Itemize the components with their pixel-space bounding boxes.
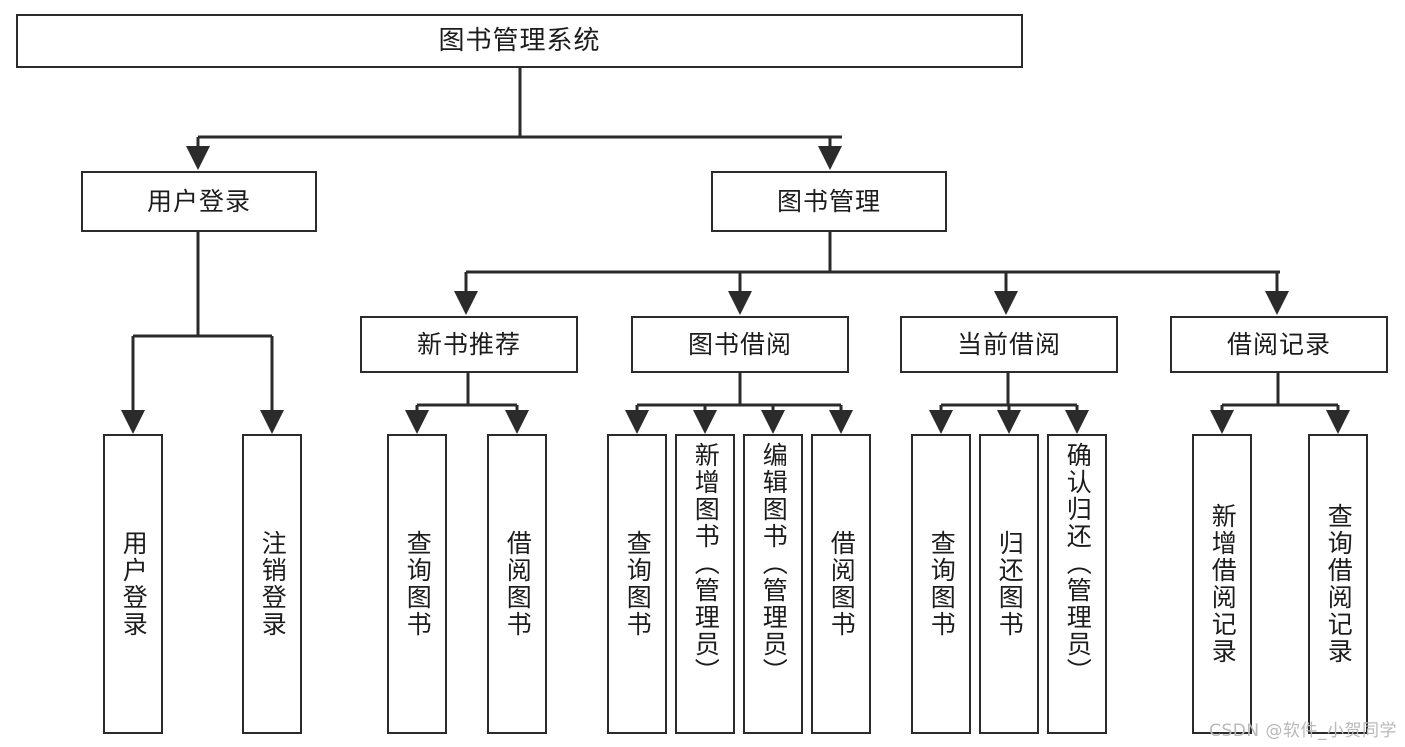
- node-leaf-borrow-book-1[interactable]: 借阅图书: [487, 434, 547, 734]
- node-leaf-return-book[interactable]: 归还图书: [979, 434, 1039, 734]
- node-leaf-add-book-label: 新增图书（管理员）: [691, 442, 721, 685]
- node-root-label: 图书管理系统: [438, 25, 601, 56]
- node-borrow-record-label: 借阅记录: [1226, 329, 1331, 359]
- node-leaf-query-book-3[interactable]: 查询图书: [911, 434, 971, 734]
- node-new-book-recommend[interactable]: 新书推荐: [360, 316, 578, 373]
- node-new-book-recommend-label: 新书推荐: [416, 329, 521, 359]
- node-leaf-edit-book-label: 编辑图书（管理员）: [759, 442, 789, 685]
- node-leaf-return-book-label: 归还图书: [995, 530, 1025, 638]
- node-leaf-query-book-1-label: 查询图书: [403, 530, 433, 638]
- node-leaf-query-book-3-label: 查询图书: [927, 530, 957, 638]
- node-leaf-query-book-1[interactable]: 查询图书: [387, 434, 447, 734]
- node-leaf-add-book[interactable]: 新增图书（管理员）: [675, 434, 735, 734]
- node-leaf-edit-book[interactable]: 编辑图书（管理员）: [743, 434, 803, 734]
- node-user-login[interactable]: 用户登录: [81, 171, 317, 232]
- node-leaf-query-record[interactable]: 查询借阅记录: [1308, 434, 1368, 734]
- node-current-borrow-label: 当前借阅: [956, 329, 1061, 359]
- node-leaf-user-login-label: 用户登录: [119, 530, 149, 638]
- node-leaf-query-record-label: 查询借阅记录: [1324, 503, 1354, 665]
- node-book-borrow-label: 图书借阅: [687, 329, 792, 359]
- watermark-text: CSDN @软件_小贺同学: [1209, 721, 1397, 741]
- node-leaf-user-logout[interactable]: 注销登录: [242, 434, 302, 734]
- node-leaf-user-login[interactable]: 用户登录: [103, 434, 163, 734]
- node-leaf-confirm-return-label: 确认归还（管理员）: [1063, 442, 1093, 685]
- node-leaf-confirm-return[interactable]: 确认归还（管理员）: [1047, 434, 1107, 734]
- node-book-borrow[interactable]: 图书借阅: [631, 316, 849, 373]
- node-leaf-user-logout-label: 注销登录: [258, 530, 288, 638]
- node-book-manage[interactable]: 图书管理: [711, 171, 947, 232]
- node-leaf-add-record[interactable]: 新增借阅记录: [1192, 434, 1252, 734]
- node-leaf-borrow-book-1-label: 借阅图书: [503, 530, 533, 638]
- node-user-login-label: 用户登录: [146, 186, 251, 216]
- node-leaf-add-record-label: 新增借阅记录: [1208, 503, 1238, 665]
- node-leaf-query-book-2-label: 查询图书: [623, 530, 653, 638]
- node-root[interactable]: 图书管理系统: [16, 14, 1023, 68]
- node-current-borrow[interactable]: 当前借阅: [900, 316, 1118, 373]
- node-book-manage-label: 图书管理: [776, 186, 881, 216]
- node-leaf-borrow-book-2-label: 借阅图书: [827, 530, 857, 638]
- node-borrow-record[interactable]: 借阅记录: [1170, 316, 1388, 373]
- node-leaf-query-book-2[interactable]: 查询图书: [607, 434, 667, 734]
- node-leaf-borrow-book-2[interactable]: 借阅图书: [811, 434, 871, 734]
